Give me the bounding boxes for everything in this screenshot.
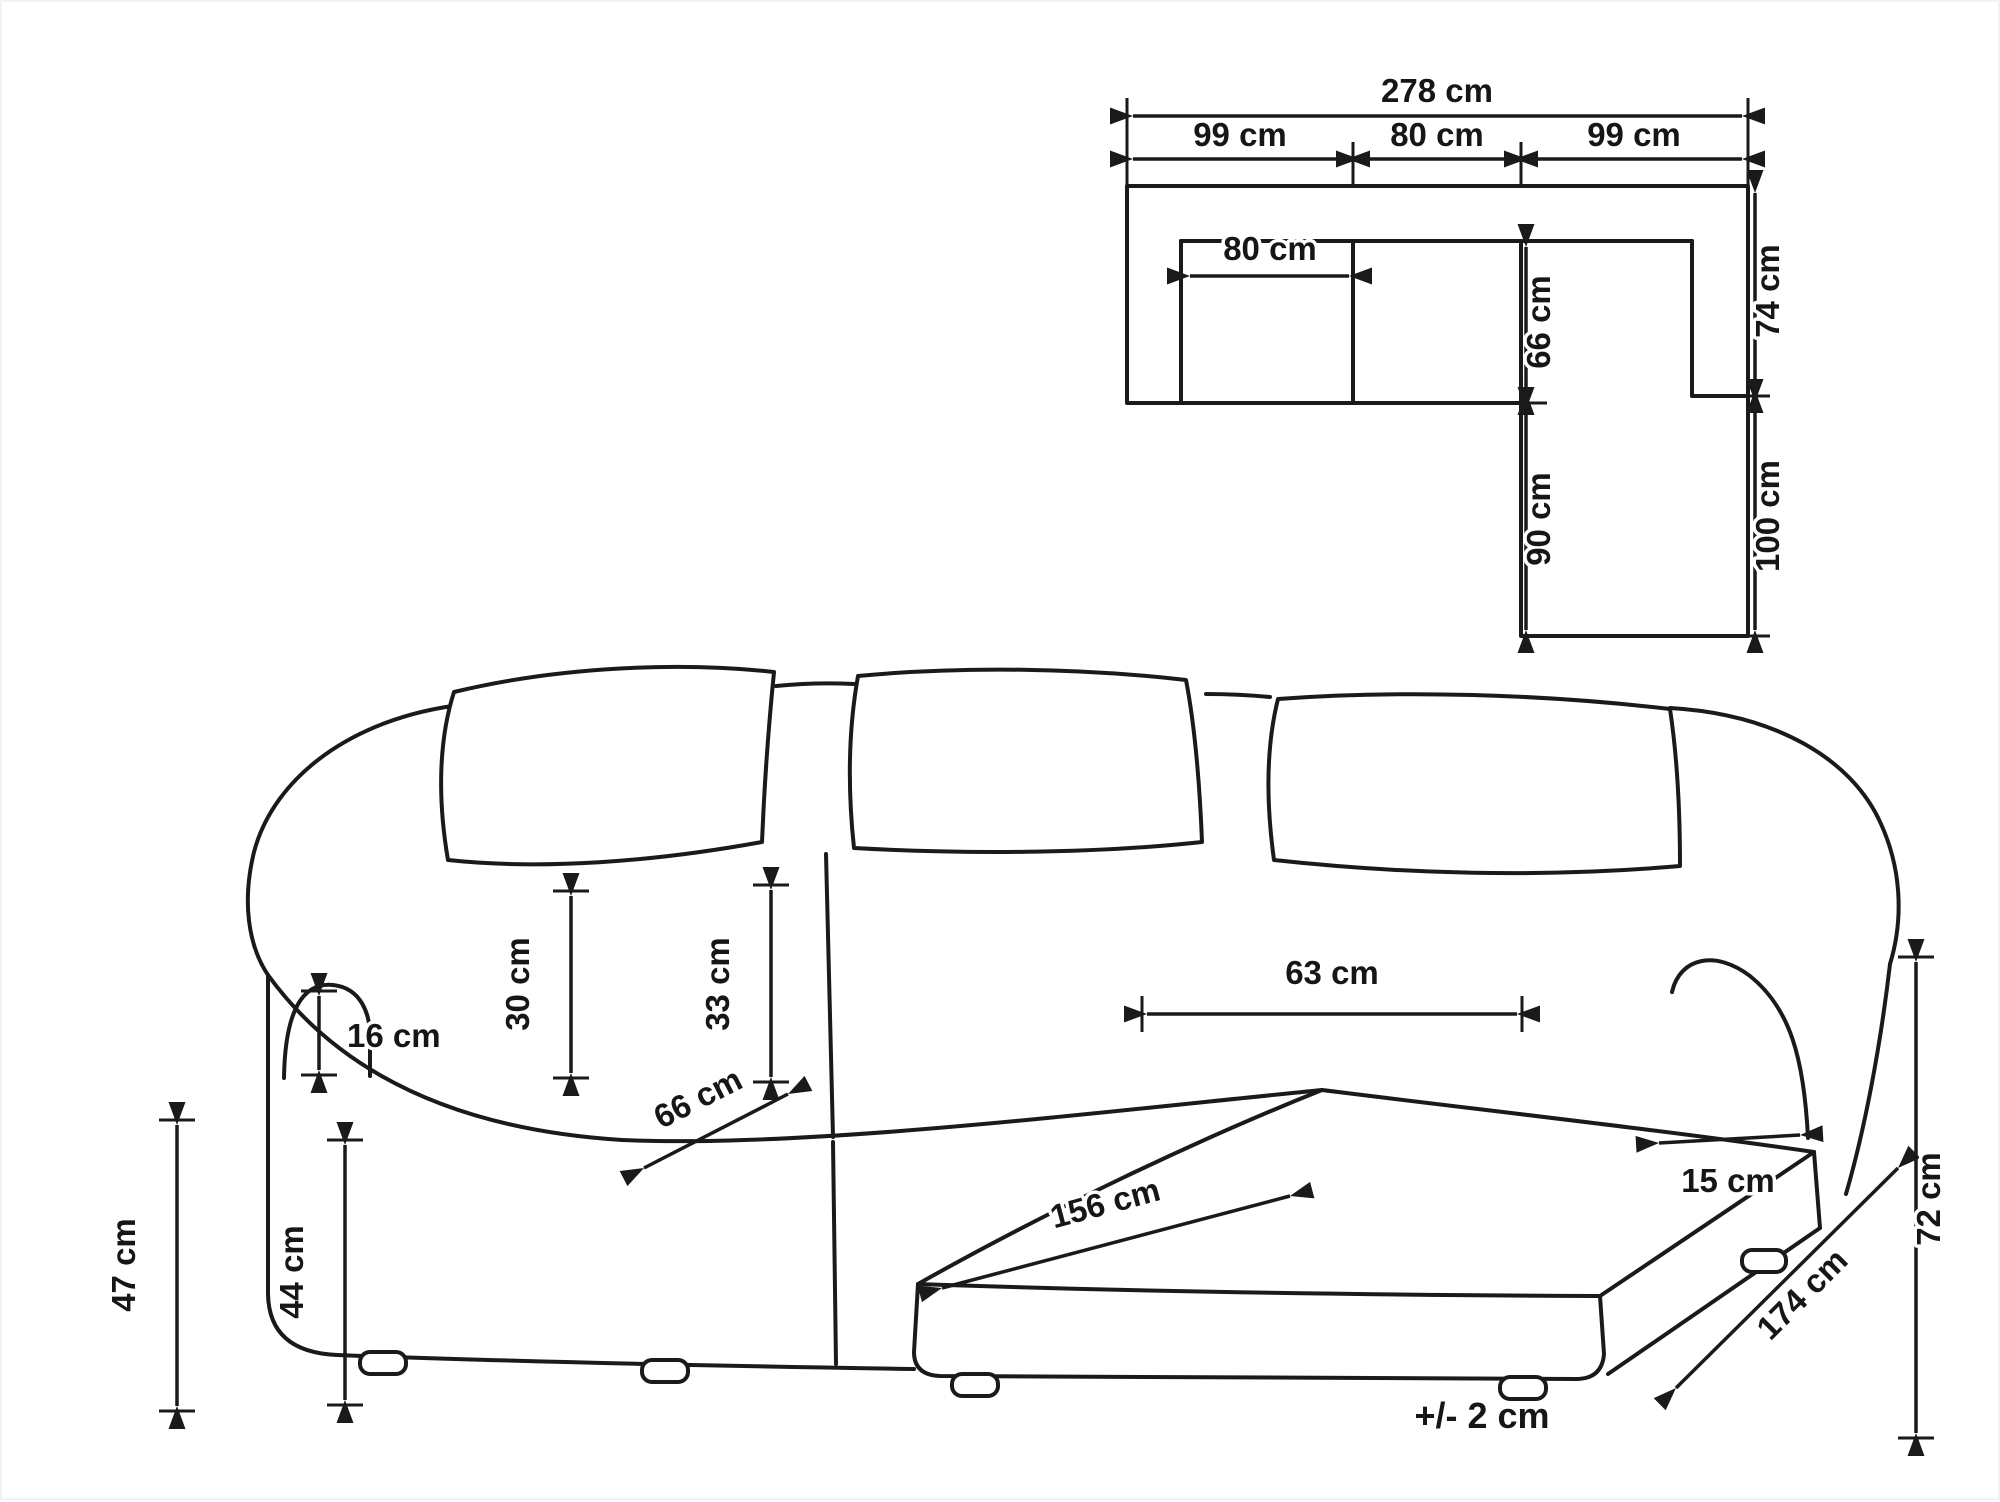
- left-armrest: [245, 703, 462, 1357]
- sofa-foot: [640, 1358, 690, 1384]
- right-armrest: [1668, 706, 1901, 1196]
- dim-chaise-length-arrow: [917, 1181, 1315, 1303]
- dim-overall-depth-arrow: [1653, 1145, 1921, 1411]
- back-rail: [774, 681, 856, 688]
- right-armrest-scroll: [1670, 958, 1810, 1140]
- dim-cushion-left-height-label: 30 cm: [499, 937, 536, 1031]
- dim-cushion-width-label: 63 cm: [1285, 954, 1379, 991]
- dim-body-depth-label: 74 cm: [1749, 244, 1786, 338]
- left-armrest-arch: [282, 982, 373, 1080]
- sofa-foot: [1740, 1248, 1788, 1274]
- dim-chaise-inner-label: 90 cm: [1520, 472, 1557, 566]
- dim-middle-section-label: 80 cm: [1390, 116, 1484, 153]
- plan-right-arm-line: [1690, 239, 1750, 398]
- dim-seat-depth-arrow: [619, 1075, 813, 1187]
- back-cushion-right: [1266, 692, 1682, 876]
- dim-seat-height-label: 44 cm: [273, 1225, 310, 1319]
- dim-total-width-label: 278 cm: [1381, 72, 1493, 109]
- dim-arm-arch-label: 16 cm: [347, 1017, 441, 1054]
- top-view: 278 cm 99 cm 80 cm 99 cm 80 cm 66 cm 90 …: [1110, 69, 1790, 653]
- dim-left-seat-label: 80 cm: [1223, 230, 1317, 267]
- sofa-bottom-edge: [335, 1353, 916, 1371]
- dim-cushion-height-label: 33 cm: [699, 937, 736, 1031]
- sofa-foot: [950, 1372, 1000, 1398]
- seat-seam-top: [824, 852, 835, 1139]
- seat-front-edge: [266, 973, 1324, 1144]
- tolerance-note: +/- 2 cm: [1414, 1395, 1549, 1436]
- chaise-far-edge: [1320, 1088, 1816, 1154]
- dim-overall-height-label: 72 cm: [1910, 1152, 1947, 1246]
- sofa-foot: [1498, 1375, 1548, 1401]
- dim-arm-width-arrow: [1635, 1125, 1824, 1153]
- plan-outline: [1125, 184, 1750, 638]
- dim-seat-depth-label: 66 cm: [1520, 275, 1557, 369]
- seat-seam-front: [831, 1140, 838, 1366]
- back-cushion-middle: [847, 667, 1204, 854]
- dim-right-section-label: 99 cm: [1587, 116, 1681, 153]
- chaise-front-face: [912, 1282, 1606, 1381]
- sofa-foot: [358, 1350, 408, 1376]
- perspective-view: 16 cm 30 cm 33 cm 63 cm 66 cm 15 cm 47 c…: [102, 664, 1951, 1456]
- dim-arm-width-label: 15 cm: [1681, 1162, 1775, 1199]
- dim-chaise-outer-label: 100 cm: [1749, 460, 1786, 572]
- dim-chaise-length-label: 156 cm: [1046, 1171, 1164, 1236]
- chaise-right-face-far: [1812, 1150, 1822, 1230]
- back-rail: [1204, 692, 1272, 699]
- dim-left-section-label: 99 cm: [1193, 116, 1287, 153]
- dim-arm-height-label: 47 cm: [105, 1218, 142, 1312]
- back-cushion-left: [439, 664, 776, 867]
